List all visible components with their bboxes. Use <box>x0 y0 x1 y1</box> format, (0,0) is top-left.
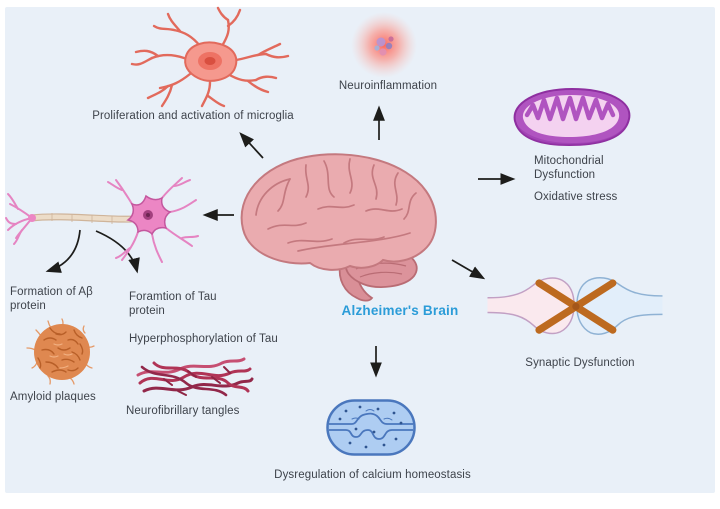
neurofibrillary-tangles-label: Neurofibrillary tangles <box>126 405 240 417</box>
neurofibrillary-tangles-illustration <box>136 357 254 397</box>
curved-arrow-to-abeta <box>45 229 81 273</box>
calcium-homeostasis-label: Dysregulation of calcium homeostasis <box>274 469 471 481</box>
abeta-pathway-label: Formation of Aβ protein <box>10 286 93 312</box>
curved-arrow-to-tau <box>95 230 140 274</box>
arrow-to-synapse <box>451 259 486 280</box>
arrow-to-microglia <box>239 132 264 159</box>
amyloid-plaques-label: Amyloid plaques <box>10 391 96 403</box>
microglia-label: Proliferation and activation of microgli… <box>92 110 294 122</box>
tau-pathway-label: Foramtion of Tau protein <box>129 291 217 317</box>
brain-illustration <box>240 153 437 302</box>
neuroinflammation-label: Neuroinflammation <box>338 80 438 92</box>
mitochondria-label: Mitochondrial Dysfunction <box>534 155 604 181</box>
brain-title-label: Alzheimer's Brain <box>341 303 459 318</box>
synaptic-dysfunction-label: Synaptic Dysfunction <box>525 357 635 369</box>
crossed-synapse-illustration <box>487 276 663 335</box>
inflamed-glow-cell-illustration <box>351 12 417 78</box>
neuron-illustration <box>5 177 199 263</box>
mitochondrion-illustration <box>513 87 631 147</box>
tau-hyperphosphorylation-label: Hyperphosphorylation of Tau <box>129 333 278 345</box>
amyloid-plaque-illustration <box>26 318 95 385</box>
calcium-cell-illustration <box>326 399 416 456</box>
oxidative-stress-label: Oxidative stress <box>534 191 618 203</box>
microglia-cell-illustration <box>130 6 290 108</box>
